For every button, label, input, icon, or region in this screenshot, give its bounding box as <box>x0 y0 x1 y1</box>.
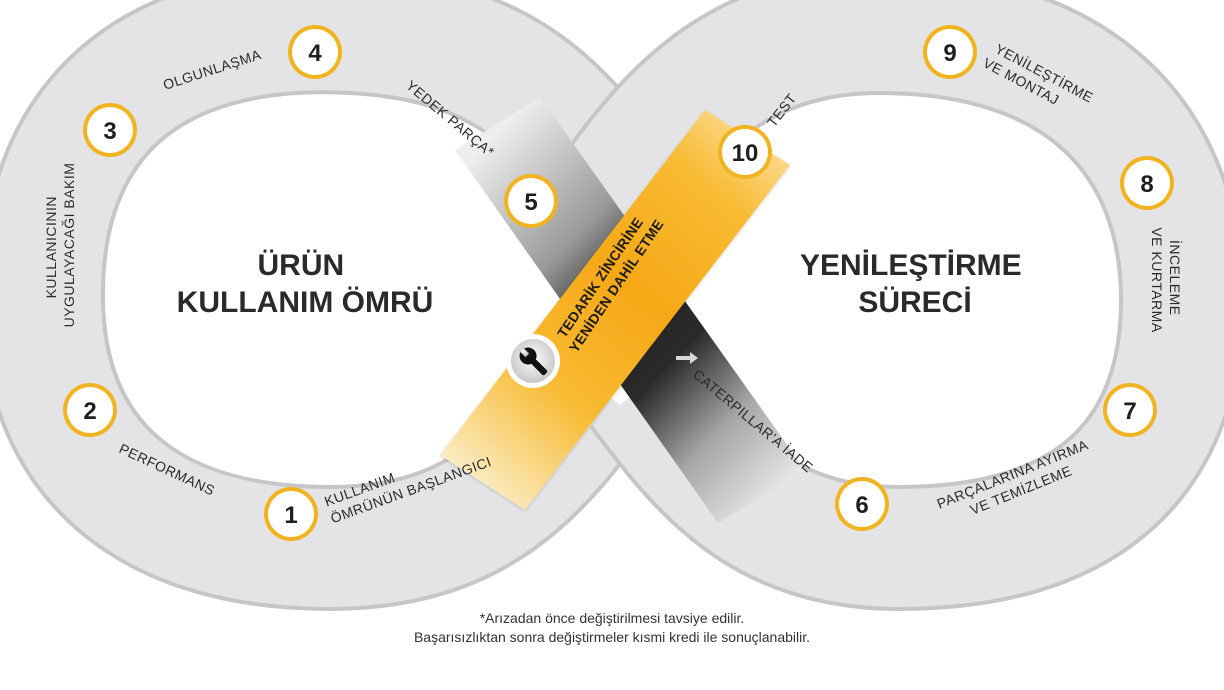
resupply-band <box>440 110 790 510</box>
step-3-label-line-2: UYGULAYACAĞI BAKIM <box>61 163 77 328</box>
step-number-7: 7 <box>1123 398 1136 425</box>
footnote-line-1: *Arızadan önce değiştirilmesi tavsiye ed… <box>479 610 745 626</box>
step-badge-4: 4 <box>288 25 342 79</box>
wrench-icon <box>506 334 560 388</box>
step-badge-6: 6 <box>835 477 889 531</box>
step-badge-9: 9 <box>923 25 977 79</box>
step-number-4: 4 <box>308 40 322 67</box>
step-number-6: 6 <box>855 492 868 519</box>
step-number-1: 1 <box>284 502 297 529</box>
right-title-line-1: YENİLEŞTİRME <box>800 249 1022 282</box>
step-number-10: 10 <box>732 140 759 167</box>
left-title-line-2: KULLANIM ÖMRÜ <box>177 286 434 319</box>
step-badge-7: 7 <box>1103 383 1157 437</box>
footnote-line-2: Başarısızlıktan sonra değiştirmeler kısm… <box>413 629 811 645</box>
step-number-8: 8 <box>1140 171 1153 198</box>
step-badge-1: 1 <box>264 487 318 541</box>
svg-text:ÜRÜN KULLANIM ÖMRÜ: ÜRÜN KULLANIM ÖMRÜ <box>177 249 434 319</box>
infinity-ring <box>0 0 1224 612</box>
step-badge-10: 10 <box>718 125 772 179</box>
step-number-9: 9 <box>943 40 956 67</box>
svg-text:İNCELEME VE KURTARMA: İNCELEME VE KURTARMA <box>1149 227 1184 332</box>
step-8-label-line-1: İNCELEME <box>1167 240 1184 316</box>
step-badge-8: 8 <box>1120 156 1174 210</box>
step-number-5: 5 <box>524 189 537 216</box>
step-badge-5: 5 <box>504 174 558 228</box>
right-title-line-2: SÜRECİ <box>858 286 971 319</box>
arrow-icon <box>676 352 698 364</box>
step-badge-2: 2 <box>63 383 117 437</box>
step-badge-3: 3 <box>83 103 137 157</box>
step-8-label-line-2: VE KURTARMA <box>1149 227 1165 332</box>
svg-text:KULLANICININ UYGULAYACAĞI: KULLANICININ UYGULAYACAĞI BAKIM <box>43 163 77 328</box>
step-3-label-line-1: KULLANICININ <box>43 196 59 298</box>
step-number-2: 2 <box>83 398 96 425</box>
svg-text:YENİLEŞTİRME SÜRECİ: YENİLEŞTİRME SÜRECİ <box>800 249 1030 319</box>
left-title-line-1: ÜRÜN <box>257 249 344 282</box>
step-number-3: 3 <box>103 118 116 145</box>
footnote: *Arızadan önce değiştirilmesi tavsiye ed… <box>0 609 1224 647</box>
